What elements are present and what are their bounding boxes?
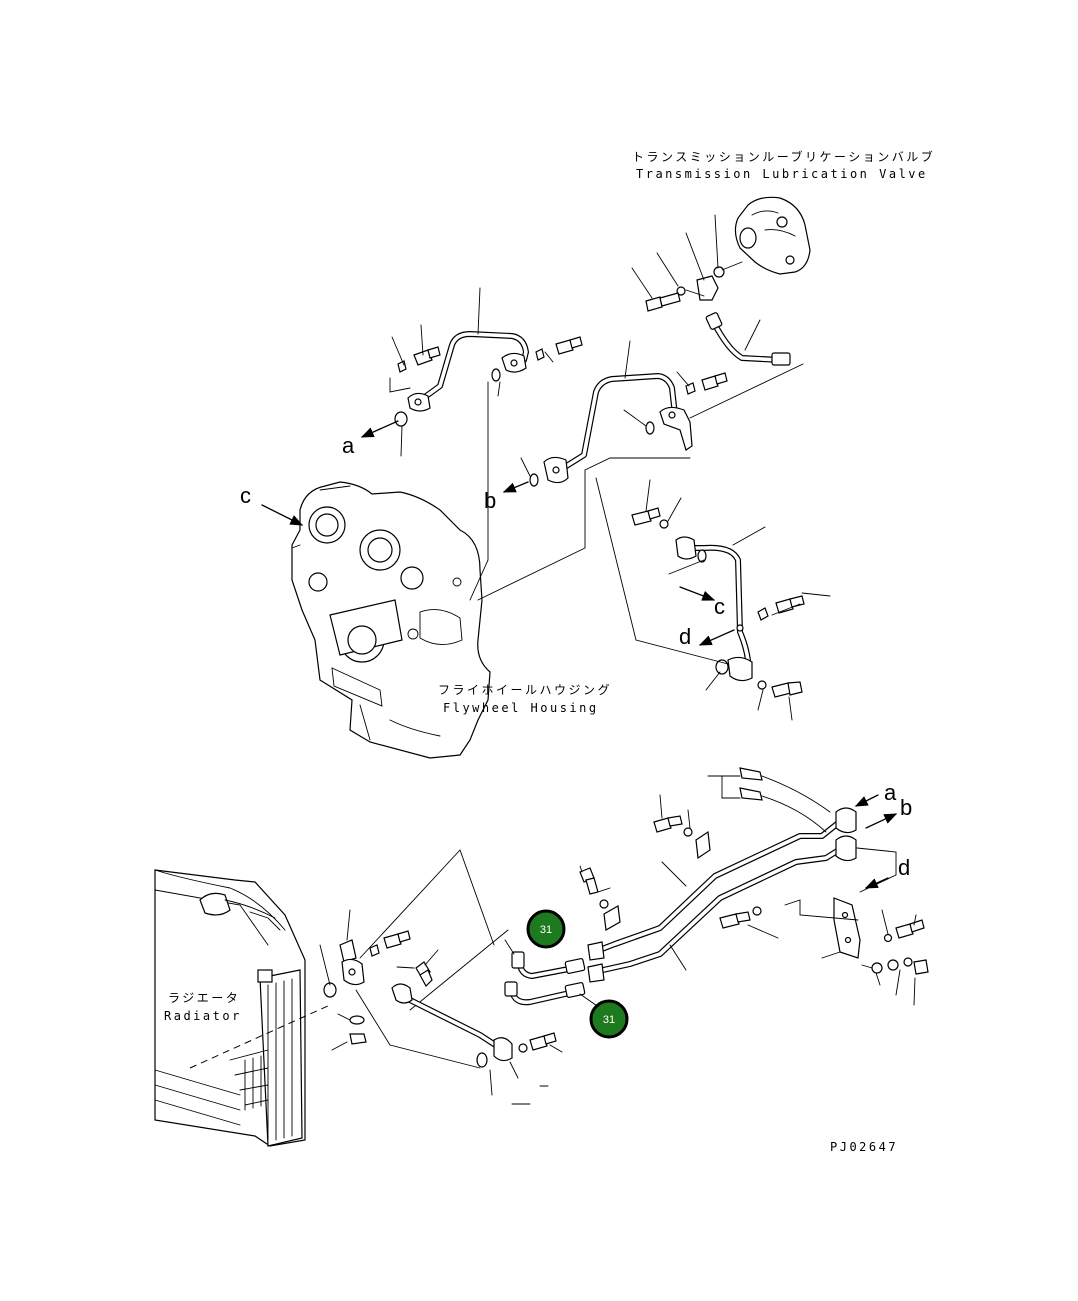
elbow-fittings bbox=[504, 939, 601, 1009]
ref-letter-b-upper: b bbox=[484, 488, 496, 513]
drawing-code: PJ02647 bbox=[830, 1140, 898, 1154]
ref-letter-d-lower: d bbox=[898, 855, 910, 880]
ref-letter-c-upper: c bbox=[240, 483, 251, 508]
ref-letter-c-mid: c bbox=[714, 594, 725, 619]
radiator-tube bbox=[391, 983, 563, 1105]
flywheel-housing-label-en: Flywheel Housing bbox=[443, 701, 599, 715]
lower-right-bracket bbox=[719, 847, 929, 1006]
radiator-side-fittings bbox=[319, 849, 509, 1069]
transmission-lubrication-valve bbox=[734, 196, 811, 275]
ref-letter-a-lower: a bbox=[884, 780, 897, 805]
ref-letter-b-lower: b bbox=[900, 795, 912, 820]
callout-31-upper-label: 31 bbox=[540, 924, 552, 936]
upper-tube-b bbox=[520, 340, 728, 487]
ref-letter-d-mid: d bbox=[679, 624, 691, 649]
valve-side-fittings bbox=[631, 214, 743, 312]
radiator-label-en: Radiator bbox=[164, 1009, 242, 1023]
right-tube-cd bbox=[595, 477, 831, 721]
lower-arrows bbox=[854, 794, 898, 889]
radiator-label-jp: ラジエータ bbox=[168, 991, 240, 1005]
callout-31-upper[interactable]: 31 bbox=[526, 909, 566, 949]
transmission-valve-label-jp: トランスミッションルーブリケーションバルブ bbox=[632, 149, 935, 164]
radiator bbox=[154, 869, 331, 1147]
upper-arrows bbox=[261, 420, 735, 646]
callout-31-lower[interactable]: 31 bbox=[589, 999, 629, 1039]
flywheel-housing bbox=[291, 481, 491, 759]
upper-left-bolts bbox=[389, 324, 583, 393]
valve-hose bbox=[689, 312, 804, 419]
upper-tube-a bbox=[394, 287, 529, 457]
ref-letter-a-upper: a bbox=[342, 433, 355, 458]
flywheel-housing-label-jp: フライホイールハウジング bbox=[438, 683, 612, 697]
lower-main-pipes bbox=[579, 767, 857, 983]
transmission-valve-label-en: Transmission Lubrication Valve bbox=[636, 167, 928, 181]
callout-31-lower-label: 31 bbox=[603, 1014, 615, 1026]
